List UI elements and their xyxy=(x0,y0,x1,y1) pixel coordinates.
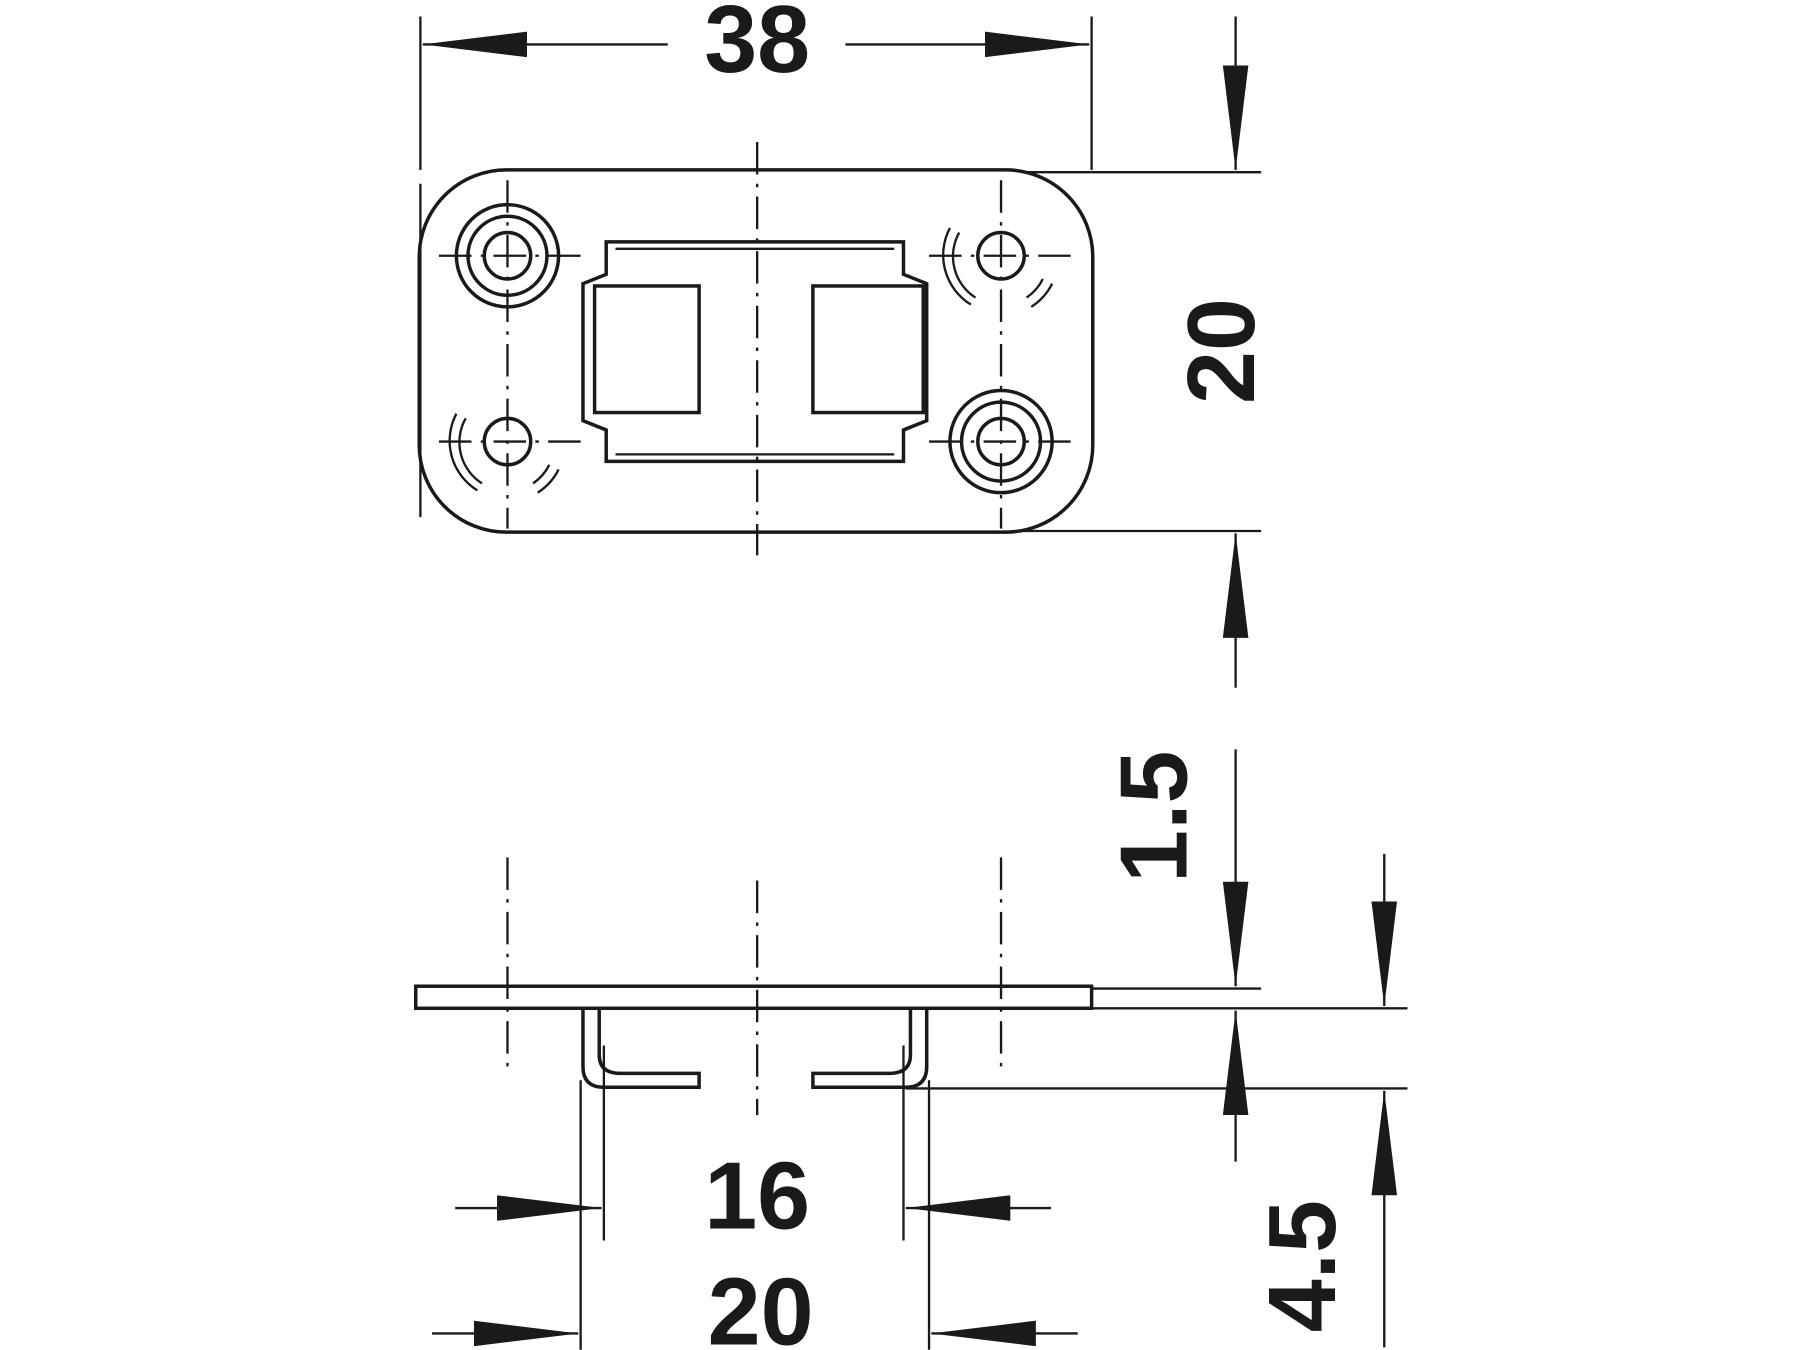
dimension-label-16: 16 xyxy=(704,1144,810,1250)
bracket-tab-right xyxy=(811,284,925,415)
dimension-label-38: 38 xyxy=(704,0,810,93)
dimension-width: 38 xyxy=(419,0,1093,170)
dimension-inner-width: 16 xyxy=(455,1045,1051,1250)
dimension-label-1-5: 1.5 xyxy=(1101,750,1207,882)
dimension-label-20-vertical: 20 xyxy=(1169,298,1275,404)
screw-hole xyxy=(448,413,560,494)
dimension-tab-depth: 4.5 xyxy=(905,853,1408,1348)
tab-left-profile xyxy=(581,1008,701,1089)
tab-right-profile xyxy=(811,1008,929,1089)
screw-hole xyxy=(942,227,1054,308)
bracket-outline xyxy=(581,240,929,464)
bracket-tab-left xyxy=(592,284,701,415)
top-view: 38 20 xyxy=(417,0,1275,688)
dimension-label-4-5: 4.5 xyxy=(1250,1200,1356,1332)
dimension-label-20-horizontal: 20 xyxy=(708,1260,814,1350)
dimension-thickness: 1.5 xyxy=(1091,749,1408,1162)
screw-hole xyxy=(948,388,1054,495)
dimension-outer-width: 20 xyxy=(432,1080,1078,1350)
dimension-height: 20 xyxy=(1021,16,1275,688)
side-view: 1.5 4.5 16 20 xyxy=(414,749,1408,1350)
screw-hole xyxy=(454,202,561,309)
plate-side-profile xyxy=(414,984,1094,1011)
